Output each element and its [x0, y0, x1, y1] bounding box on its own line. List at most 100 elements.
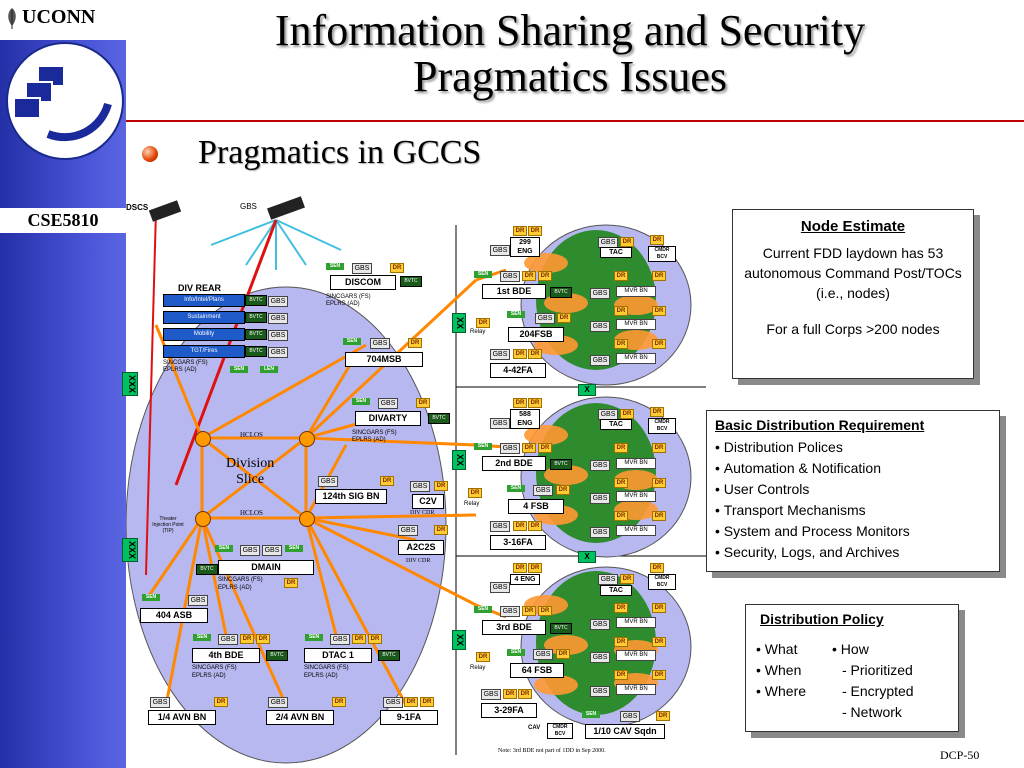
title-line-1: Information Sharing and Security: [274, 6, 866, 55]
sen-node: SEN: [215, 545, 233, 552]
fsb-node: 4 FSB: [508, 499, 564, 514]
cav-label: CAV: [528, 725, 541, 731]
dr-marker: DR: [614, 306, 628, 316]
subtitle: Pragmatics in GCCS: [198, 134, 482, 171]
gbs-receiver: GBS: [188, 595, 208, 606]
basic-distribution-list: • Distribution Polices • Automation & No…: [715, 437, 999, 563]
dr-marker: DR: [528, 563, 542, 573]
dmain-node: DMAIN: [218, 560, 314, 575]
sen-node: SEN: [142, 594, 160, 601]
mvr-bn-node: MVR BN: [616, 525, 656, 536]
hub-node-icon: [195, 511, 211, 527]
list-item-text: User Controls: [723, 481, 810, 497]
bde2-node: 2nd BDE: [482, 456, 546, 471]
computer-network-icon: [13, 65, 112, 142]
fa9-node: 9-1FA: [380, 710, 438, 725]
list-item-text: Automation & Notification: [723, 460, 881, 476]
dr-marker: DR: [528, 349, 542, 359]
list-item: • Transport Mechanisms: [715, 502, 866, 518]
gbs-receiver: GBS: [490, 521, 510, 532]
dtac1-node: DTAC 1: [304, 648, 372, 663]
eplrs-label: EPLRS (AD): [192, 673, 226, 679]
dr-marker: DR: [652, 670, 666, 680]
gbs-receiver: GBS: [590, 355, 610, 366]
dr-marker: DR: [522, 443, 536, 453]
dr-marker: DR: [214, 697, 228, 707]
gbs-receiver: GBS: [268, 313, 288, 324]
bcv-label: BCV: [554, 731, 566, 737]
gbs-receiver: GBS: [268, 697, 288, 708]
gbs-receiver: GBS: [533, 649, 553, 660]
xx-marker: XX: [452, 630, 466, 650]
dr-marker: DR: [538, 271, 552, 281]
bvtc-icon: BVTC: [196, 564, 218, 575]
gbs-receiver: GBS: [490, 418, 510, 429]
xxx-marker: XXX: [122, 538, 138, 562]
gbs-receiver: GBS: [533, 485, 553, 496]
sen-node: SEN: [507, 649, 525, 656]
sincgars-label: SINCGARS (FS): [352, 430, 397, 436]
bvtc-icon: BVTC: [428, 413, 450, 424]
dr-marker: DR: [620, 574, 634, 584]
gbs-receiver: GBS: [590, 686, 610, 697]
title-line-2: Pragmatics Issues: [412, 52, 728, 101]
div-rear-label: DIV REAR: [178, 283, 222, 293]
dr-marker: DR: [528, 521, 542, 531]
dr-marker: DR: [240, 634, 254, 644]
sen-node: SEN: [507, 311, 525, 318]
list-item: • Distribution Polices: [715, 439, 843, 455]
mvr-bn-node: MVR BN: [616, 617, 656, 628]
sen-node: SEN: [582, 711, 600, 718]
dr-marker: DR: [538, 606, 552, 616]
gbs-receiver: GBS: [268, 330, 288, 341]
eplrs-label: EPLRS (AD): [326, 301, 360, 307]
bvtc-icon: BVTC: [400, 276, 422, 287]
sincgars-label: SINCGARS (FS): [304, 665, 349, 671]
gbs-receiver: GBS: [268, 347, 288, 358]
a2c2s-node: A2C2S: [398, 540, 444, 555]
c2v-node: C2V: [412, 494, 444, 509]
theater-injection-label: Theater Injection Point (TIP): [152, 516, 184, 534]
list-item: • User Controls: [715, 481, 810, 497]
sen-node: SEN: [507, 485, 525, 492]
gbs-receiver: GBS: [318, 476, 338, 487]
tac-node: TAC: [600, 419, 632, 430]
gbs-receiver: GBS: [481, 689, 501, 700]
basic-distribution-box: Basic Distribution Requirement • Distrib…: [706, 410, 1000, 572]
distribution-policy-heading: Distribution Policy: [760, 611, 884, 627]
division-slice-line-2: Slice: [236, 472, 265, 487]
dscs-label: DSCS: [126, 203, 149, 212]
dr-marker: DR: [556, 485, 570, 495]
tac-node: TAC: [600, 585, 632, 596]
div-rear-item: Info/Intel/Plans: [163, 294, 245, 307]
gbs-receiver: GBS: [370, 338, 390, 349]
dr-marker: DR: [614, 637, 628, 647]
dr-marker: DR: [503, 689, 517, 699]
dr-marker: DR: [256, 634, 270, 644]
list-item-text: What: [764, 641, 798, 657]
gbs-receiver: GBS: [490, 245, 510, 256]
gbs-receiver: GBS: [218, 634, 238, 645]
gbs-receiver: GBS: [352, 263, 372, 274]
hub-node-icon: [299, 431, 315, 447]
dr-marker: DR: [518, 689, 532, 699]
sen-node: SEN: [285, 545, 303, 552]
mvr-bn-node: MVR BN: [616, 286, 656, 297]
list-item: • Security, Logs, and Archives: [715, 544, 900, 560]
dr-marker: DR: [404, 697, 418, 707]
bcv-label: BCV: [656, 254, 668, 260]
bvtc-icon: BVTC: [245, 346, 267, 357]
sincgars-label: SINCGARS (FS): [192, 665, 237, 671]
xx-marker: XX: [452, 313, 466, 333]
list-item: • System and Process Monitors: [715, 523, 910, 539]
dr-marker: DR: [656, 711, 670, 721]
fsb-node: 64 FSB: [510, 663, 564, 678]
sen-node: SEN: [230, 366, 248, 373]
bvtc-icon: BVTC: [550, 459, 572, 470]
gbs-receiver: GBS: [500, 606, 520, 617]
bcv-label: BCV: [656, 426, 668, 432]
page-title: Information Sharing and Security Pragmat…: [130, 8, 1010, 100]
gbs-receiver: GBS: [598, 574, 618, 585]
dr-marker: DR: [652, 637, 666, 647]
